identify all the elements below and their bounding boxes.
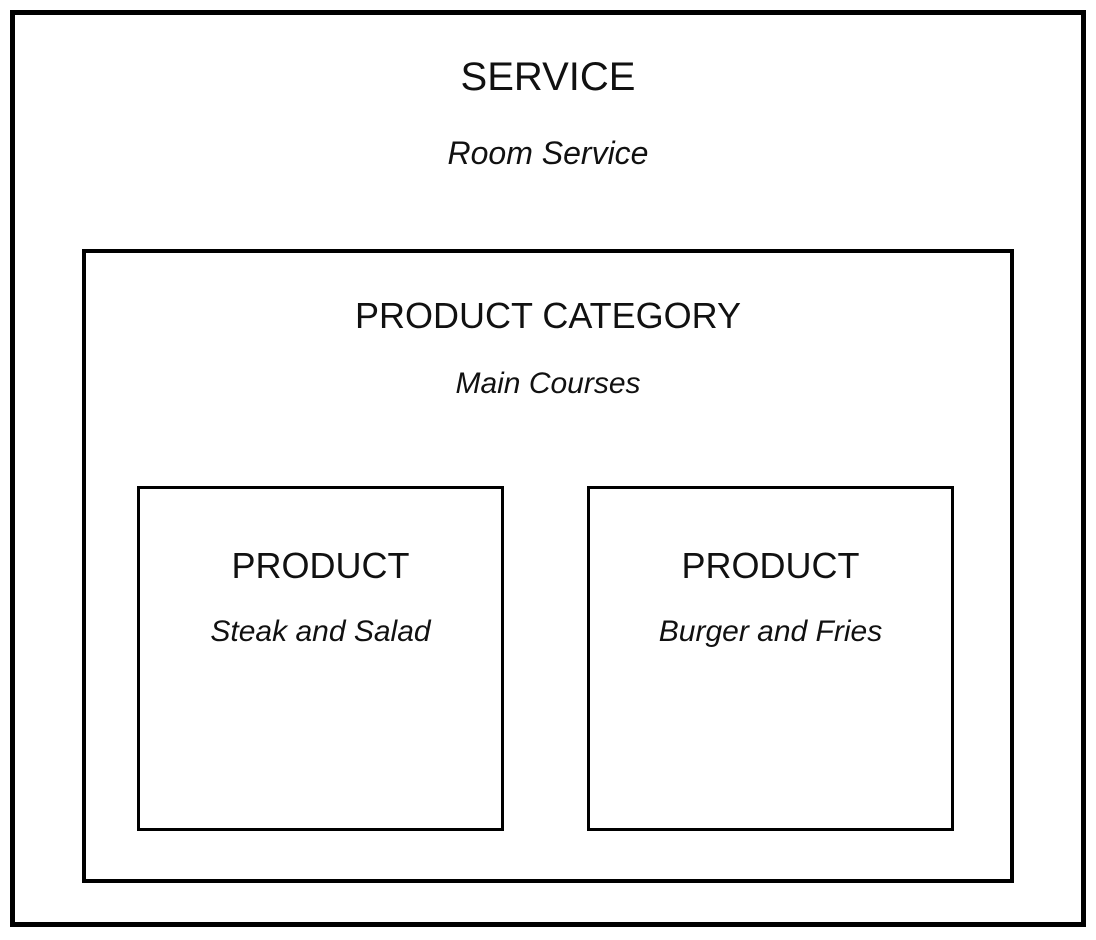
product-heading: PRODUCT: [231, 545, 410, 586]
service-heading: SERVICE: [460, 55, 636, 99]
service-name: Room Service: [447, 135, 649, 171]
product-box: PRODUCT Burger and Fries: [587, 486, 954, 831]
product-category-heading: PRODUCT CATEGORY: [354, 295, 742, 336]
product-box: PRODUCT Steak and Salad: [137, 486, 504, 831]
product-name: Steak and Salad: [210, 615, 431, 648]
product-category-name: Main Courses: [455, 367, 641, 400]
product-name: Burger and Fries: [658, 615, 883, 648]
product-heading: PRODUCT: [681, 545, 860, 586]
